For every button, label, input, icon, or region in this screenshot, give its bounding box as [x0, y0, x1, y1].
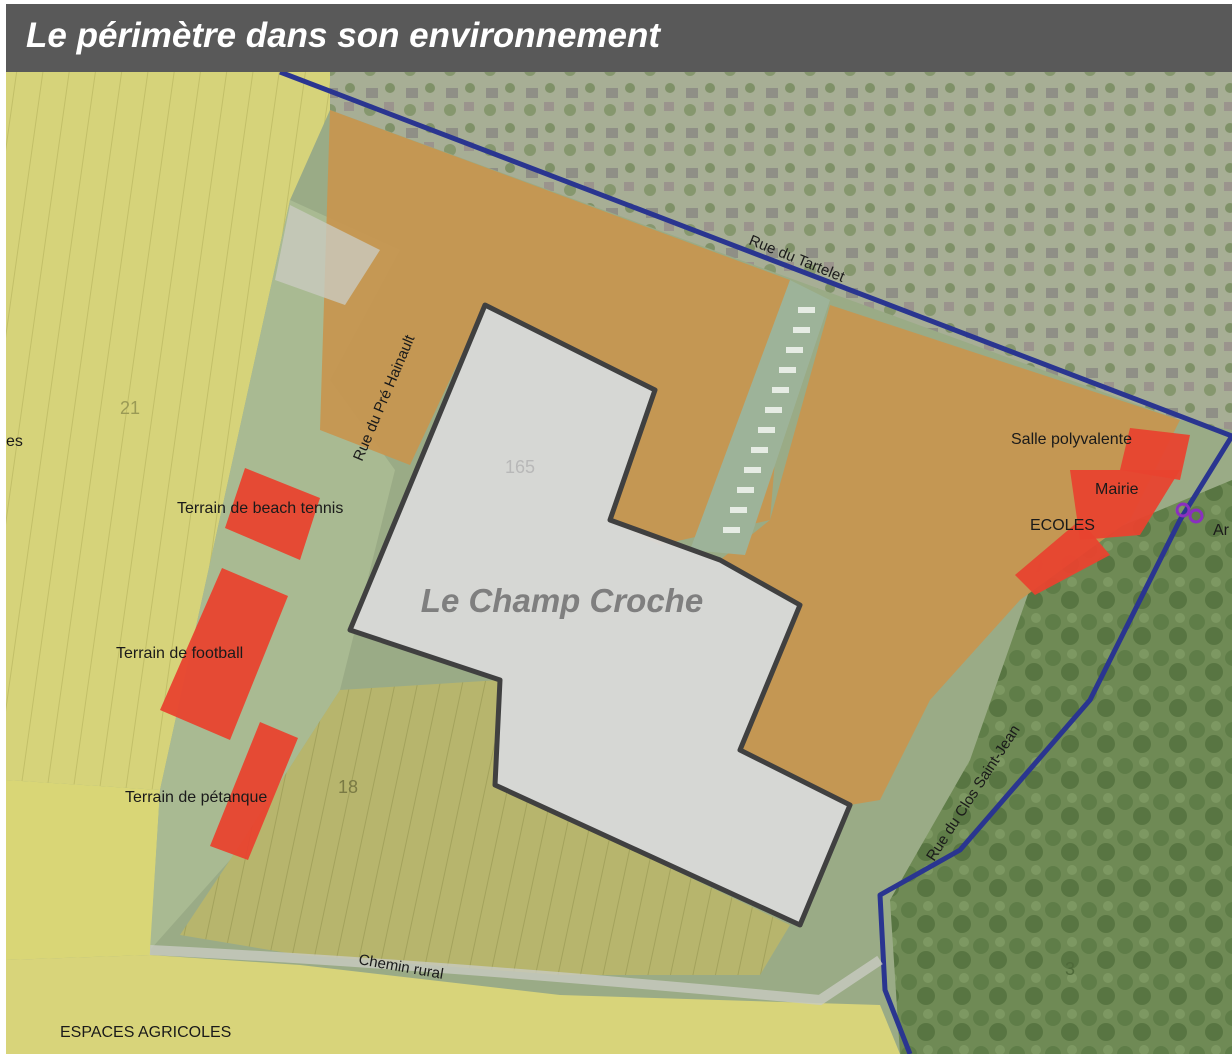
perimeter-le-champ-croche[interactable] [347, 302, 853, 928]
espaces-agricoles-label: ESPACES AGRICOLES [60, 1024, 231, 1041]
salle-polyvalente-building[interactable] [1120, 428, 1190, 480]
mairie-label: Mairie [1095, 481, 1139, 498]
petanque-court[interactable] [210, 722, 298, 860]
ecoles-building[interactable] [1015, 520, 1110, 595]
parcel-number-18: 18 [338, 777, 358, 797]
bus-stop-icon[interactable] [1175, 502, 1204, 524]
parcel-number-165: 165 [505, 457, 535, 477]
salle-polyvalente-label: Salle polyvalente [1011, 431, 1132, 448]
page-title: Le périmètre dans son environnement [26, 16, 661, 55]
path-stripes [723, 307, 815, 533]
agricultural-field-southwest [6, 780, 160, 960]
parcel-165-outline [275, 205, 380, 305]
agricultural-field-west [6, 72, 330, 790]
map-canvas[interactable]: 21 18 3 165 Le Champ Croche Terrain de b… [6, 72, 1232, 1054]
ecoles-label: ECOLES [1030, 517, 1095, 534]
parcel-number-21: 21 [120, 398, 140, 418]
perimeter-label: Le Champ Croche [421, 582, 703, 619]
residential-zone-east[interactable] [720, 305, 1180, 805]
chemin-rural-road [149, 945, 883, 1006]
rue-du-tartelet-road[interactable] [279, 72, 1232, 439]
parcel-number-3: 3 [1065, 959, 1075, 979]
beach-tennis-court[interactable] [225, 468, 320, 560]
mairie-building[interactable] [1070, 470, 1180, 540]
beach-tennis-label: Terrain de beach tennis [177, 500, 343, 517]
residential-zone-west[interactable] [320, 110, 790, 545]
petanque-label: Terrain de pétanque [125, 789, 267, 806]
rue-du-clos-saint-jean-road[interactable] [877, 434, 1232, 1054]
agricultural-field-south [6, 955, 900, 1054]
forest-east [890, 480, 1232, 1054]
agricultural-field-center-south [180, 680, 790, 975]
sports-area [150, 200, 400, 950]
right-edge-fragment: Ar [1213, 522, 1230, 539]
left-edge-fragment: es [6, 433, 23, 450]
title-bar: Le périmètre dans son environnement [6, 4, 1232, 72]
residential-area-north [330, 72, 1232, 430]
football-label: Terrain de football [116, 645, 243, 662]
football-field[interactable] [160, 568, 288, 740]
